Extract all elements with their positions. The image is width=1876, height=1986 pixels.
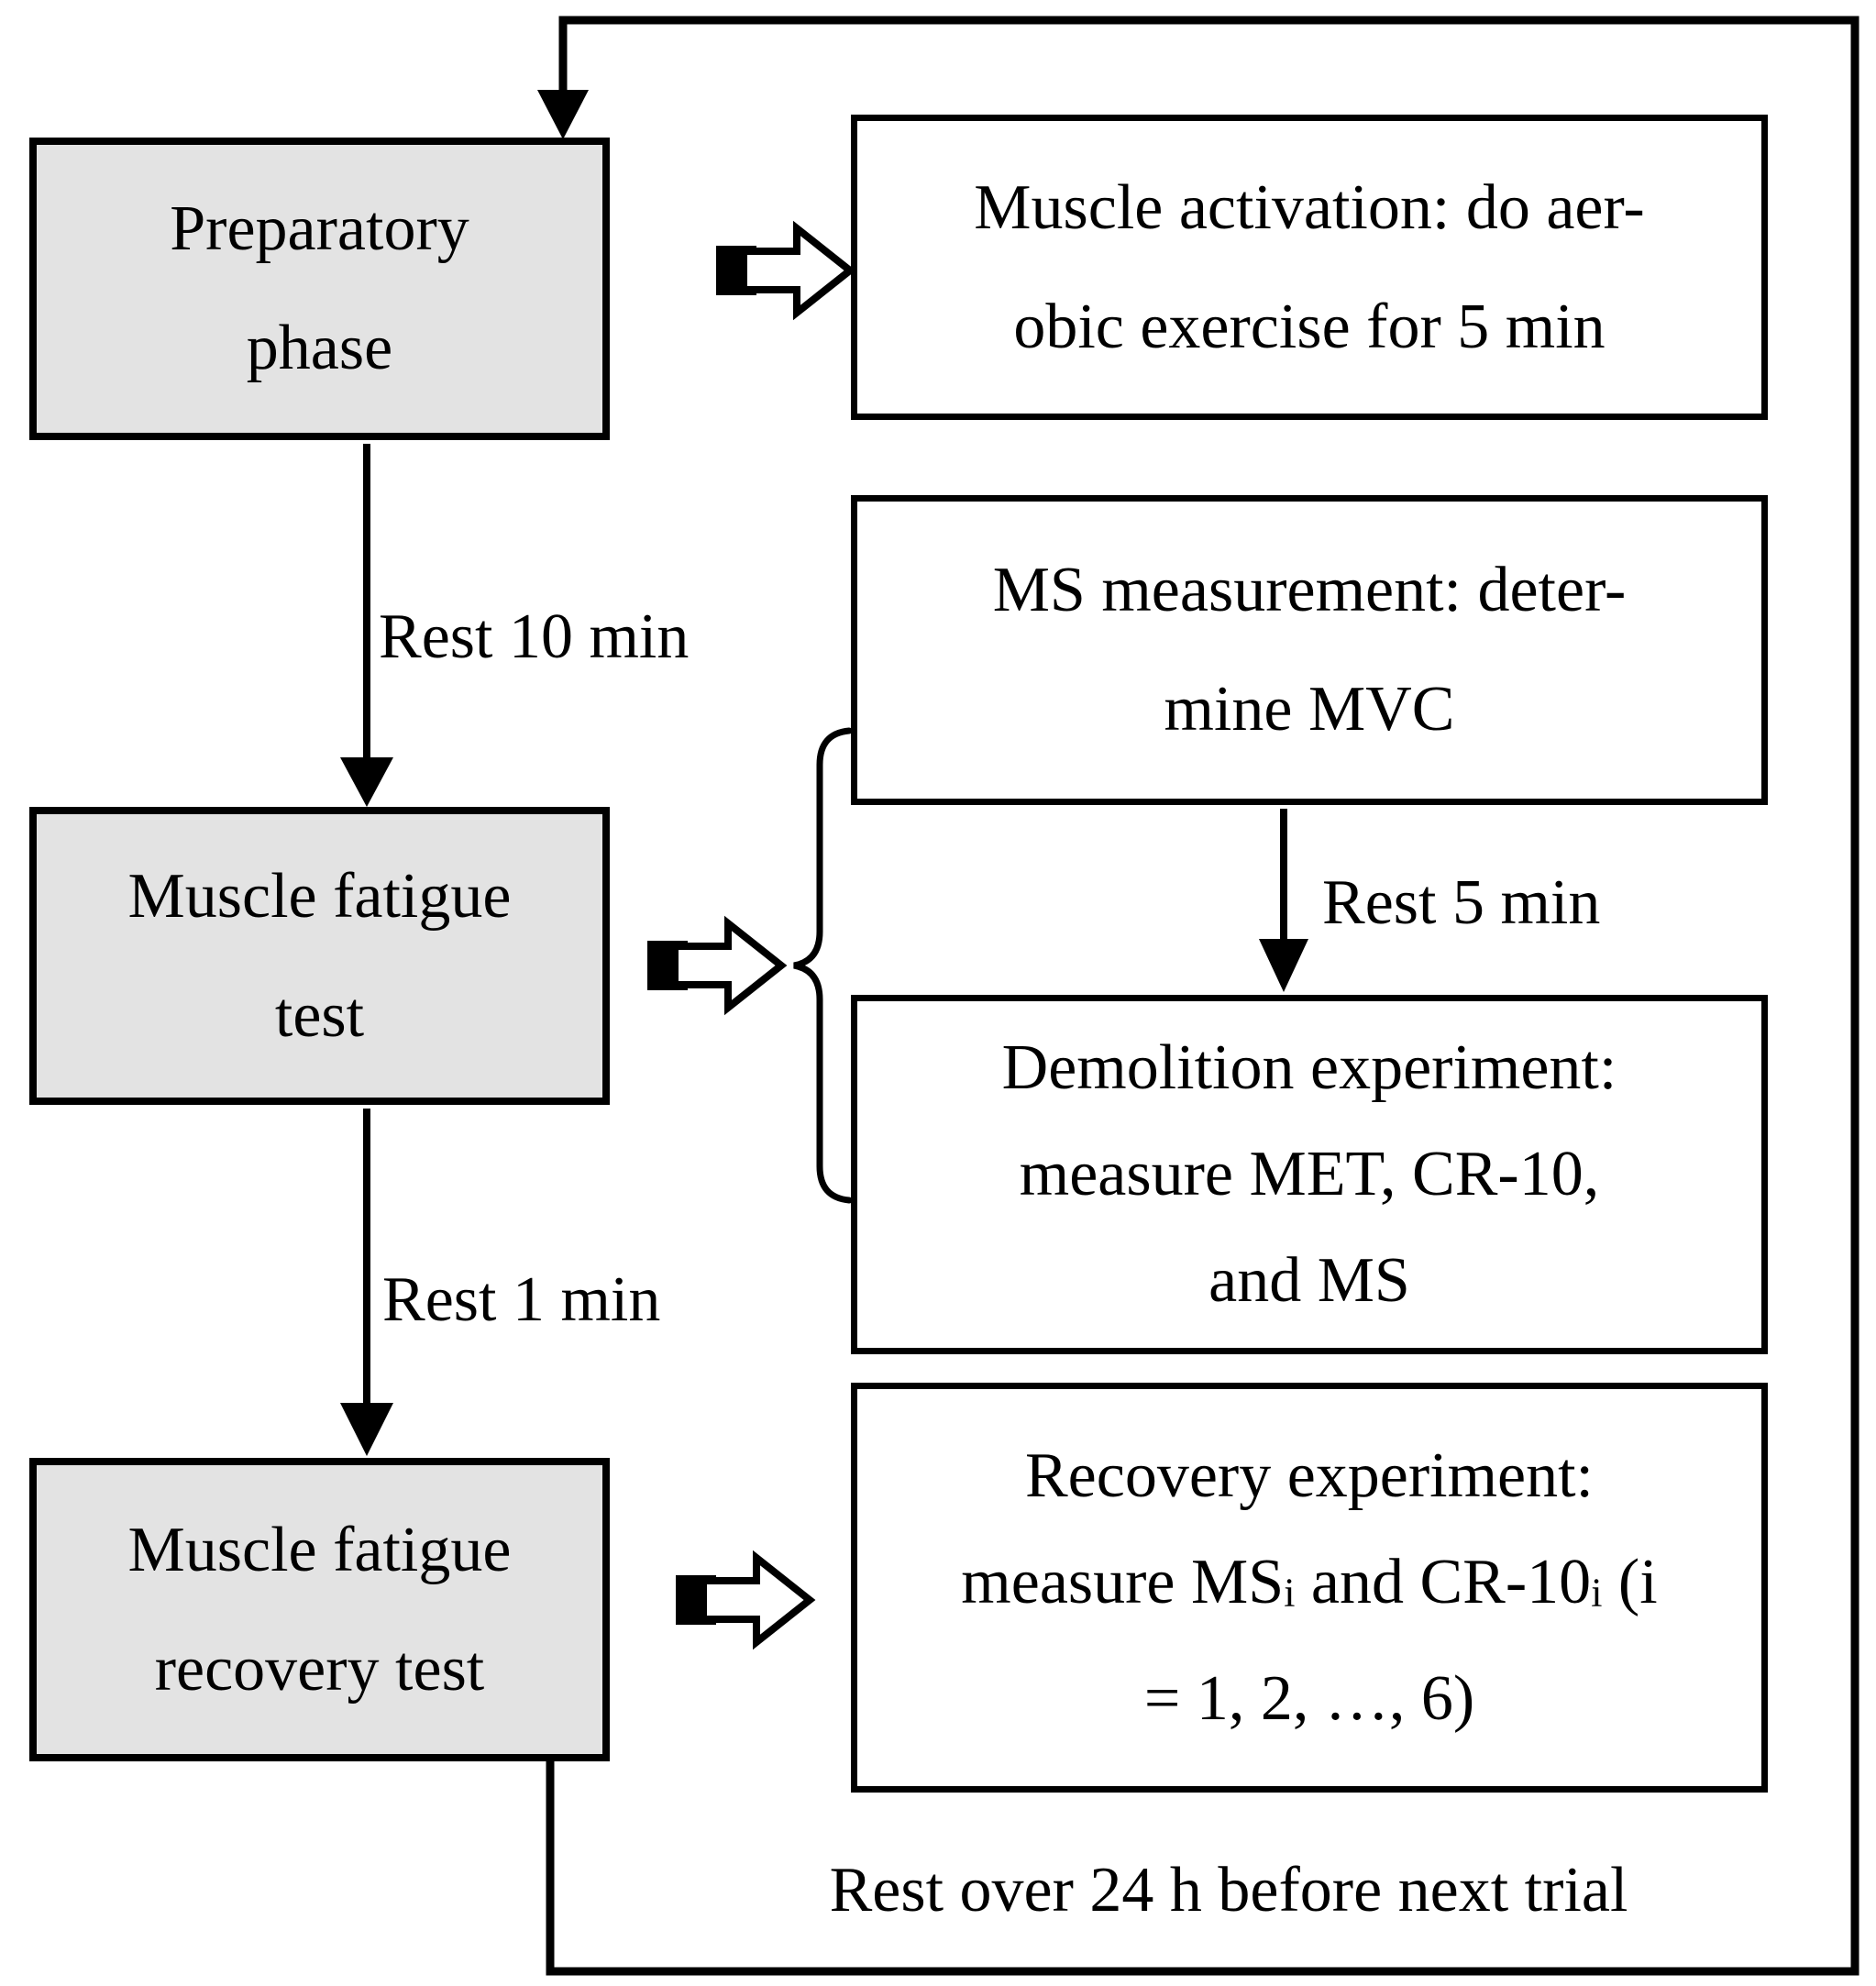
flow-arrow-body <box>700 1550 816 1650</box>
box-preparatory-phase: Preparatory phase <box>29 138 610 440</box>
label-rest-5-min: Rest 5 min <box>1322 867 1601 938</box>
text-segment: and CR-10 <box>1295 1546 1592 1617</box>
box-line: Preparatory <box>170 193 469 264</box>
arrow-rest1-head-icon <box>340 1403 393 1456</box>
curly-brace-icon <box>793 727 853 1204</box>
text-segment: (i <box>1602 1546 1658 1617</box>
box-line: = 1, 2, …, 6) <box>1143 1663 1475 1735</box>
box-line: Recovery experiment: <box>1024 1440 1595 1511</box>
box-muscle-fatigue-test: Muscle fatigue test <box>29 807 610 1105</box>
box-line: Muscle activation: do aer- <box>974 171 1645 243</box>
box-line: measure MSi and CR-10i (i <box>857 1529 1761 1647</box>
text-segment: measure MS <box>961 1546 1285 1617</box>
flow-arrow-icon <box>716 220 856 321</box>
box-line: obic exercise for 5 min <box>1013 291 1606 362</box>
box-muscle-activation: Muscle activation: do aer- obic exercise… <box>851 115 1768 420</box>
box-line: phase <box>246 313 393 383</box>
loop-arrowhead-icon <box>537 90 589 139</box>
subscript-i: i <box>1284 1570 1296 1616</box>
box-line: Muscle fatigue <box>127 1514 512 1585</box>
box-ms-measurement: MS measurement: deter- mine MVC <box>851 495 1768 805</box>
label-rest-over-24h: Rest over 24 h before next trial <box>829 1855 1628 1925</box>
box-line: MS measurement: deter- <box>992 555 1627 625</box>
box-line: and MS <box>1208 1245 1410 1316</box>
label-rest-10-min: Rest 10 min <box>379 601 690 672</box>
box-line: Muscle fatigue <box>127 860 512 932</box>
box-line: measure MET, CR-10, <box>1019 1139 1600 1209</box>
box-muscle-fatigue-recovery-test: Muscle fatigue recovery test <box>29 1458 610 1761</box>
flow-arrow-body <box>671 915 788 1016</box>
box-line: recovery test <box>154 1633 485 1705</box>
flow-arrow-body <box>740 220 856 321</box>
box-recovery-experiment: Recovery experiment: measure MSi and CR-… <box>851 1383 1768 1793</box>
label-rest-1-min: Rest 1 min <box>382 1264 661 1335</box>
box-line: mine MVC <box>1164 674 1455 745</box>
loop-line <box>546 16 1859 1976</box>
box-demolition-experiment: Demolition experiment: measure MET, CR-1… <box>851 995 1768 1354</box>
box-line: test <box>274 979 365 1051</box>
subscript-i: i <box>1591 1570 1603 1616</box>
box-line: Demolition experiment: <box>1001 1032 1617 1103</box>
arrow-rest5-head-icon <box>1259 939 1308 992</box>
flow-arrow-icon <box>676 1550 816 1650</box>
arrow-rest10-head-icon <box>340 757 393 807</box>
flow-arrow-icon <box>647 915 788 1016</box>
